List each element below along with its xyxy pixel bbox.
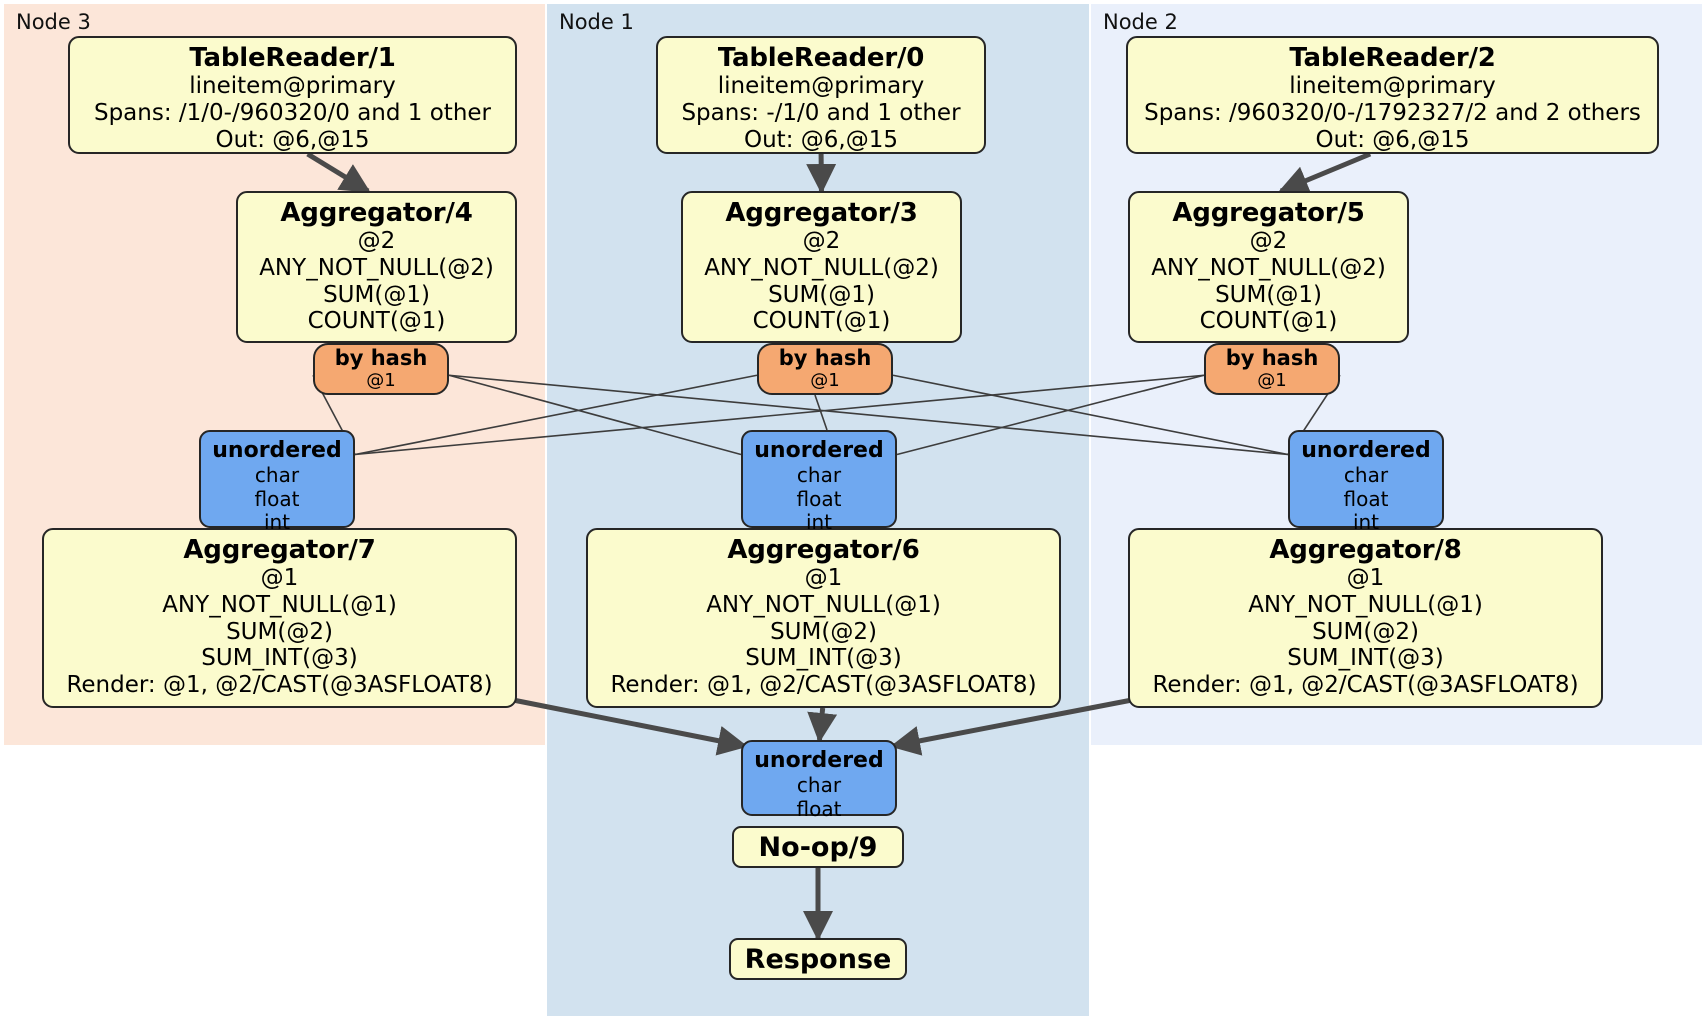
input-router-type: int bbox=[1352, 510, 1380, 535]
input-router-type: int bbox=[805, 510, 833, 535]
output-router-column: @1 bbox=[810, 369, 840, 391]
processor-detail-line: ANY_NOT_NULL(@2) bbox=[259, 254, 494, 281]
processor-detail-line: SUM(@2) bbox=[226, 618, 333, 645]
input-router-type: float bbox=[1343, 486, 1389, 511]
output-router-hash4[interactable]: by hash@1 bbox=[313, 343, 449, 395]
processor-detail-line: ANY_NOT_NULL(@2) bbox=[704, 254, 939, 281]
processor-detail-line: @1 bbox=[804, 565, 843, 592]
processor-detail-line: ANY_NOT_NULL(@2) bbox=[1151, 254, 1386, 281]
processor-detail-line: Spans: /960320/0-/1792327/2 and 2 others bbox=[1144, 99, 1641, 126]
processor-detail-line: Out: @6,@15 bbox=[1315, 126, 1470, 153]
terminal-noop9[interactable]: No-op/9 bbox=[732, 826, 904, 868]
processor-detail-line: lineitem@primary bbox=[189, 73, 396, 100]
processor-detail-line: SUM(@1) bbox=[768, 281, 875, 308]
input-router-title: unordered bbox=[212, 438, 342, 463]
processor-detail-line: Out: @6,@15 bbox=[215, 126, 370, 153]
processor-title: Aggregator/7 bbox=[183, 535, 376, 565]
processor-detail-line: SUM(@1) bbox=[323, 281, 430, 308]
input-router-type: char bbox=[1343, 462, 1389, 487]
output-router-hash5[interactable]: by hash@1 bbox=[1204, 343, 1340, 395]
output-router-hash3[interactable]: by hash@1 bbox=[757, 343, 893, 395]
processor-detail-line: ANY_NOT_NULL(@1) bbox=[162, 591, 397, 618]
output-router-column: @1 bbox=[366, 369, 396, 391]
processor-detail-line: COUNT(@1) bbox=[1199, 308, 1338, 335]
processor-detail-line: COUNT(@1) bbox=[752, 308, 891, 335]
processor-detail-line: Out: @6,@15 bbox=[744, 126, 898, 153]
processor-detail-line: SUM_INT(@3) bbox=[1287, 645, 1444, 672]
processor-detail-line: @2 bbox=[357, 228, 396, 255]
output-router-title: by hash bbox=[778, 346, 872, 370]
input-router-type: char bbox=[796, 772, 842, 797]
processor-title: Aggregator/3 bbox=[725, 198, 918, 228]
output-router-column: @1 bbox=[1257, 369, 1287, 391]
input-router-type: float bbox=[796, 486, 842, 511]
terminal-title: No-op/9 bbox=[758, 831, 878, 863]
processor-title: TableReader/1 bbox=[189, 43, 396, 73]
processor-detail-line: SUM_INT(@3) bbox=[201, 645, 358, 672]
processor-title: Aggregator/6 bbox=[727, 535, 920, 565]
input-router-type: float bbox=[254, 486, 300, 511]
processor-detail-line: lineitem@primary bbox=[1289, 73, 1496, 100]
input-router-title: unordered bbox=[754, 748, 884, 773]
processor-detail-line: Render: @1, @2/CAST(@3ASFLOAT8) bbox=[610, 671, 1037, 698]
processor-detail-line: Render: @1, @2/CAST(@3ASFLOAT8) bbox=[66, 671, 493, 698]
processor-title: Aggregator/5 bbox=[1172, 198, 1365, 228]
processor-detail-line: @1 bbox=[260, 565, 299, 592]
processor-detail-line: Spans: -/1/0 and 1 other bbox=[681, 99, 961, 126]
processor-detail-line: @1 bbox=[1346, 565, 1385, 592]
processor-detail-line: Spans: /1/0-/960320/0 and 1 other bbox=[93, 99, 492, 126]
input-router-title: unordered bbox=[1301, 438, 1431, 463]
cluster-label: Node 2 bbox=[1103, 10, 1178, 34]
terminal-title: Response bbox=[744, 943, 892, 975]
processor-detail-line: lineitem@primary bbox=[717, 73, 925, 100]
processor-detail-line: ANY_NOT_NULL(@1) bbox=[706, 591, 941, 618]
terminal-response[interactable]: Response bbox=[729, 938, 907, 980]
output-router-title: by hash bbox=[334, 346, 428, 370]
processor-detail-line: SUM(@2) bbox=[1312, 618, 1419, 645]
processor-detail-line: SUM_INT(@3) bbox=[745, 645, 902, 672]
processor-detail-line: SUM(@1) bbox=[1215, 281, 1322, 308]
processor-detail-line: SUM(@2) bbox=[770, 618, 877, 645]
input-router-title: unordered bbox=[754, 438, 884, 463]
input-router-type: float bbox=[796, 796, 842, 821]
processor-detail-line: @2 bbox=[802, 228, 841, 255]
input-router-type: char bbox=[796, 462, 842, 487]
processor-detail-line: @2 bbox=[1249, 228, 1288, 255]
processor-title: TableReader/2 bbox=[1289, 43, 1496, 73]
processor-title: Aggregator/4 bbox=[280, 198, 473, 228]
processor-title: TableReader/0 bbox=[717, 43, 925, 73]
processor-title: Aggregator/8 bbox=[1269, 535, 1462, 565]
output-router-title: by hash bbox=[1225, 346, 1319, 370]
cluster-label: Node 1 bbox=[559, 10, 634, 34]
processor-detail-line: COUNT(@1) bbox=[307, 308, 446, 335]
input-router-type: int bbox=[263, 510, 291, 535]
input-router-type: char bbox=[254, 462, 300, 487]
processor-detail-line: Render: @1, @2/CAST(@3ASFLOAT8) bbox=[1152, 671, 1579, 698]
cluster-label: Node 3 bbox=[16, 10, 91, 34]
processor-detail-line: ANY_NOT_NULL(@1) bbox=[1248, 591, 1483, 618]
